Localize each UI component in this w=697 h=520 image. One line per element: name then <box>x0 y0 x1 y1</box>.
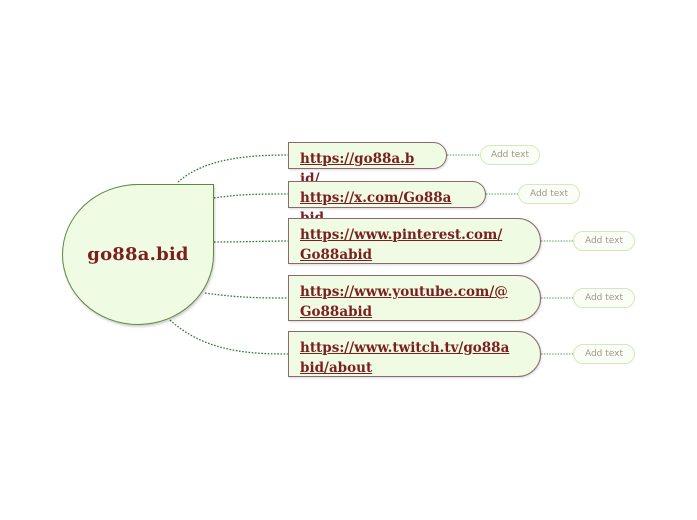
connector-branch-5 <box>169 319 289 355</box>
add-text-note-4[interactable]: Add text <box>573 288 635 308</box>
connector-branch-1 <box>177 154 289 183</box>
central-topic-label: go88a.bid <box>87 244 189 265</box>
add-text-note-2[interactable]: Add text <box>518 184 580 204</box>
branch-link-4[interactable]: https://www.youtube.com/@Go88abid <box>300 284 508 320</box>
branch-link-5[interactable]: https://www.twitch.tv/go88abid/about <box>300 340 510 376</box>
add-text-note-5[interactable]: Add text <box>573 344 635 364</box>
add-text-note-1[interactable]: Add text <box>480 145 540 165</box>
branch-topic-2[interactable]: https://x.com/Go88abid <box>288 181 486 226</box>
add-text-note-3[interactable]: Add text <box>573 231 635 251</box>
connector-branch-2 <box>213 193 289 199</box>
branch-topic-4[interactable]: https://www.youtube.com/@Go88abid <box>288 275 541 321</box>
branch-link-3[interactable]: https://www.pinterest.com/Go88abid <box>300 227 503 263</box>
connector-branch-3 <box>213 240 289 243</box>
branch-topic-3[interactable]: https://www.pinterest.com/Go88abid <box>288 218 541 264</box>
branch-topic-1[interactable]: https://go88a.bid/ <box>288 142 447 187</box>
central-topic[interactable]: go88a.bid <box>62 184 214 325</box>
branch-topic-5[interactable]: https://www.twitch.tv/go88abid/about <box>288 331 541 377</box>
connector-branch-4 <box>204 292 289 299</box>
